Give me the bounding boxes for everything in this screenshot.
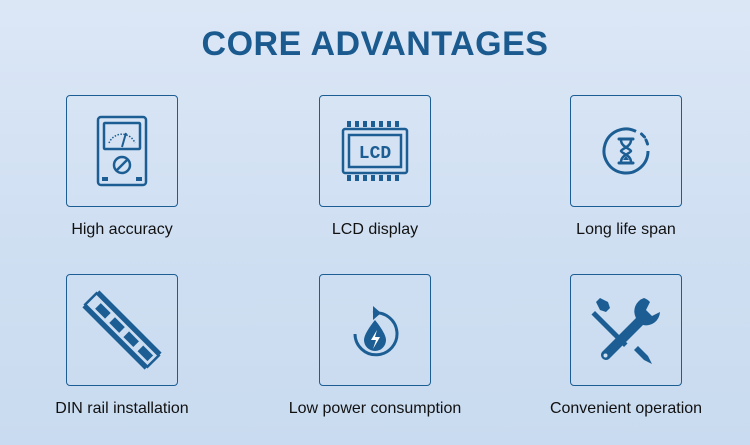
lcd-text: LCD xyxy=(359,144,392,164)
feature-card-lcd-display: LCD LCD display xyxy=(280,95,470,239)
feature-icon-box xyxy=(319,274,431,386)
feature-label: Long life span xyxy=(576,221,676,238)
lcd-chip-icon: LCD xyxy=(341,121,409,181)
feature-icon-box: LCD xyxy=(319,95,431,207)
feature-label: LCD display xyxy=(331,221,419,238)
power-drop-icon xyxy=(353,306,399,357)
wrench-screwdriver-icon xyxy=(591,298,660,364)
feature-card-din-rail-installation: DIN rail installation xyxy=(27,274,217,418)
feature-icon-box xyxy=(570,95,682,207)
feature-label: DIN rail installation xyxy=(55,400,189,417)
din-rail-icon xyxy=(82,290,162,370)
feature-card-high-accuracy: High accuracy xyxy=(27,95,217,239)
feature-card-convenient-operation: Convenient operation xyxy=(531,274,721,418)
feature-label: High accuracy xyxy=(71,221,173,238)
feature-icon-box xyxy=(570,274,682,386)
meter-icon xyxy=(96,115,148,187)
feature-card-long-life-span: Long life span xyxy=(531,95,721,239)
page-title: CORE ADVANTAGES xyxy=(201,25,549,63)
feature-icon-box xyxy=(66,274,178,386)
feature-label: Convenient operation xyxy=(549,400,703,417)
feature-label: Low power consumption xyxy=(288,400,462,417)
feature-card-low-power-consumption: Low power consumption xyxy=(280,274,470,418)
feature-icon-box xyxy=(66,95,178,207)
hourglass-icon xyxy=(602,127,650,175)
